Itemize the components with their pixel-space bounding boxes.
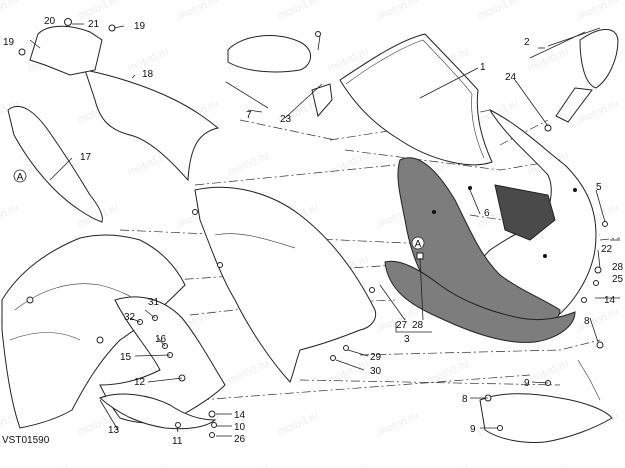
part-label-19b: 19 bbox=[3, 37, 15, 48]
part-label-3: 3 bbox=[404, 334, 410, 345]
part-label-5: 5 bbox=[596, 182, 602, 193]
watermark-text: motod.ru bbox=[326, 149, 370, 178]
watermark-text: motod.ru bbox=[276, 0, 320, 23]
part-label-20: 20 bbox=[44, 16, 56, 27]
watermark-text: motod.ru bbox=[526, 461, 570, 468]
part-label-24: 24 bbox=[505, 72, 517, 83]
part-label-21: 21 bbox=[88, 19, 100, 30]
watermark-text: motod.ru bbox=[576, 305, 620, 334]
part-label-31: 31 bbox=[148, 297, 160, 308]
callout-marker-left: A bbox=[17, 172, 24, 183]
part-labels: 1 2 3 5 6 7 8 8 9 9 10 11 12 13 14 14 15… bbox=[3, 16, 624, 447]
watermark-text: motod.ru bbox=[476, 0, 520, 23]
watermark-text: motod.ru bbox=[0, 201, 21, 230]
watermark-text: motod.ru bbox=[376, 409, 420, 438]
watermark-text: motod.ru bbox=[526, 45, 570, 74]
leader-lines bbox=[29, 23, 620, 437]
part-label-12: 12 bbox=[134, 377, 146, 388]
part-label-30: 30 bbox=[370, 366, 382, 377]
watermark-text: motod.ru bbox=[126, 461, 170, 468]
watermark-text: motod.ru bbox=[26, 461, 70, 468]
part-label-19: 19 bbox=[134, 21, 146, 32]
part-label-14b: 14 bbox=[604, 295, 616, 306]
part-label-26: 26 bbox=[234, 434, 246, 445]
watermark-text: motod.ru bbox=[176, 0, 220, 23]
part-label-17: 17 bbox=[80, 152, 92, 163]
watermark-text: motod.ru bbox=[376, 0, 420, 23]
part-label-1: 1 bbox=[480, 62, 486, 73]
watermark-text: motod.ru bbox=[576, 0, 620, 23]
watermark-text: motod.ru bbox=[0, 0, 21, 23]
part-label-32: 32 bbox=[124, 312, 136, 323]
part-label-13: 13 bbox=[108, 425, 120, 436]
part-label-25: 25 bbox=[612, 274, 624, 285]
part-label-28b: 28 bbox=[612, 262, 624, 273]
middle-fairing-part bbox=[192, 186, 377, 383]
part-label-8: 8 bbox=[584, 316, 590, 327]
watermark-text: motod.ru bbox=[326, 461, 370, 468]
watermark-text: motod.ru bbox=[326, 357, 370, 386]
watermark-text: motod.ru bbox=[426, 461, 470, 468]
part-label-15: 15 bbox=[120, 352, 132, 363]
watermark-text: motod.ru bbox=[226, 149, 270, 178]
watermark-text: motod.ru bbox=[226, 461, 270, 468]
part-label-7: 7 bbox=[246, 110, 252, 121]
part-label-16: 16 bbox=[155, 334, 167, 345]
diagram-code: VST01590 bbox=[2, 435, 50, 446]
windscreen-part bbox=[339, 33, 493, 166]
watermark-text: motod.ru bbox=[276, 409, 320, 438]
part-label-9: 9 bbox=[524, 378, 530, 389]
part-label-27: 27 bbox=[396, 320, 408, 331]
part-label-6: 6 bbox=[484, 208, 490, 219]
callout-marker-right: A bbox=[415, 239, 422, 250]
front-fairing-part bbox=[384, 108, 597, 343]
upper-bracket-part bbox=[18, 18, 116, 76]
part-label-29: 29 bbox=[370, 352, 382, 363]
part-label-10: 10 bbox=[234, 422, 246, 433]
part-label-18: 18 bbox=[142, 69, 154, 80]
part-label-23: 23 bbox=[280, 114, 292, 125]
mirror-part bbox=[529, 29, 619, 123]
part-label-14: 14 bbox=[234, 410, 246, 421]
bottom-bracket-part bbox=[479, 341, 613, 443]
lower-panel-part bbox=[99, 296, 226, 430]
part-label-9b: 9 bbox=[470, 424, 476, 435]
part-label-11: 11 bbox=[172, 436, 183, 447]
part-label-28: 28 bbox=[412, 320, 424, 331]
part-label-2: 2 bbox=[524, 37, 530, 48]
callout-markers: A A bbox=[13, 169, 425, 250]
watermark-text: motod.ru bbox=[226, 357, 270, 386]
left-mirror-part bbox=[225, 31, 333, 118]
inner-panel-part bbox=[84, 69, 220, 182]
part-label-8b: 8 bbox=[462, 394, 468, 405]
side-panel-part bbox=[7, 105, 103, 223]
part-label-22: 22 bbox=[601, 244, 613, 255]
